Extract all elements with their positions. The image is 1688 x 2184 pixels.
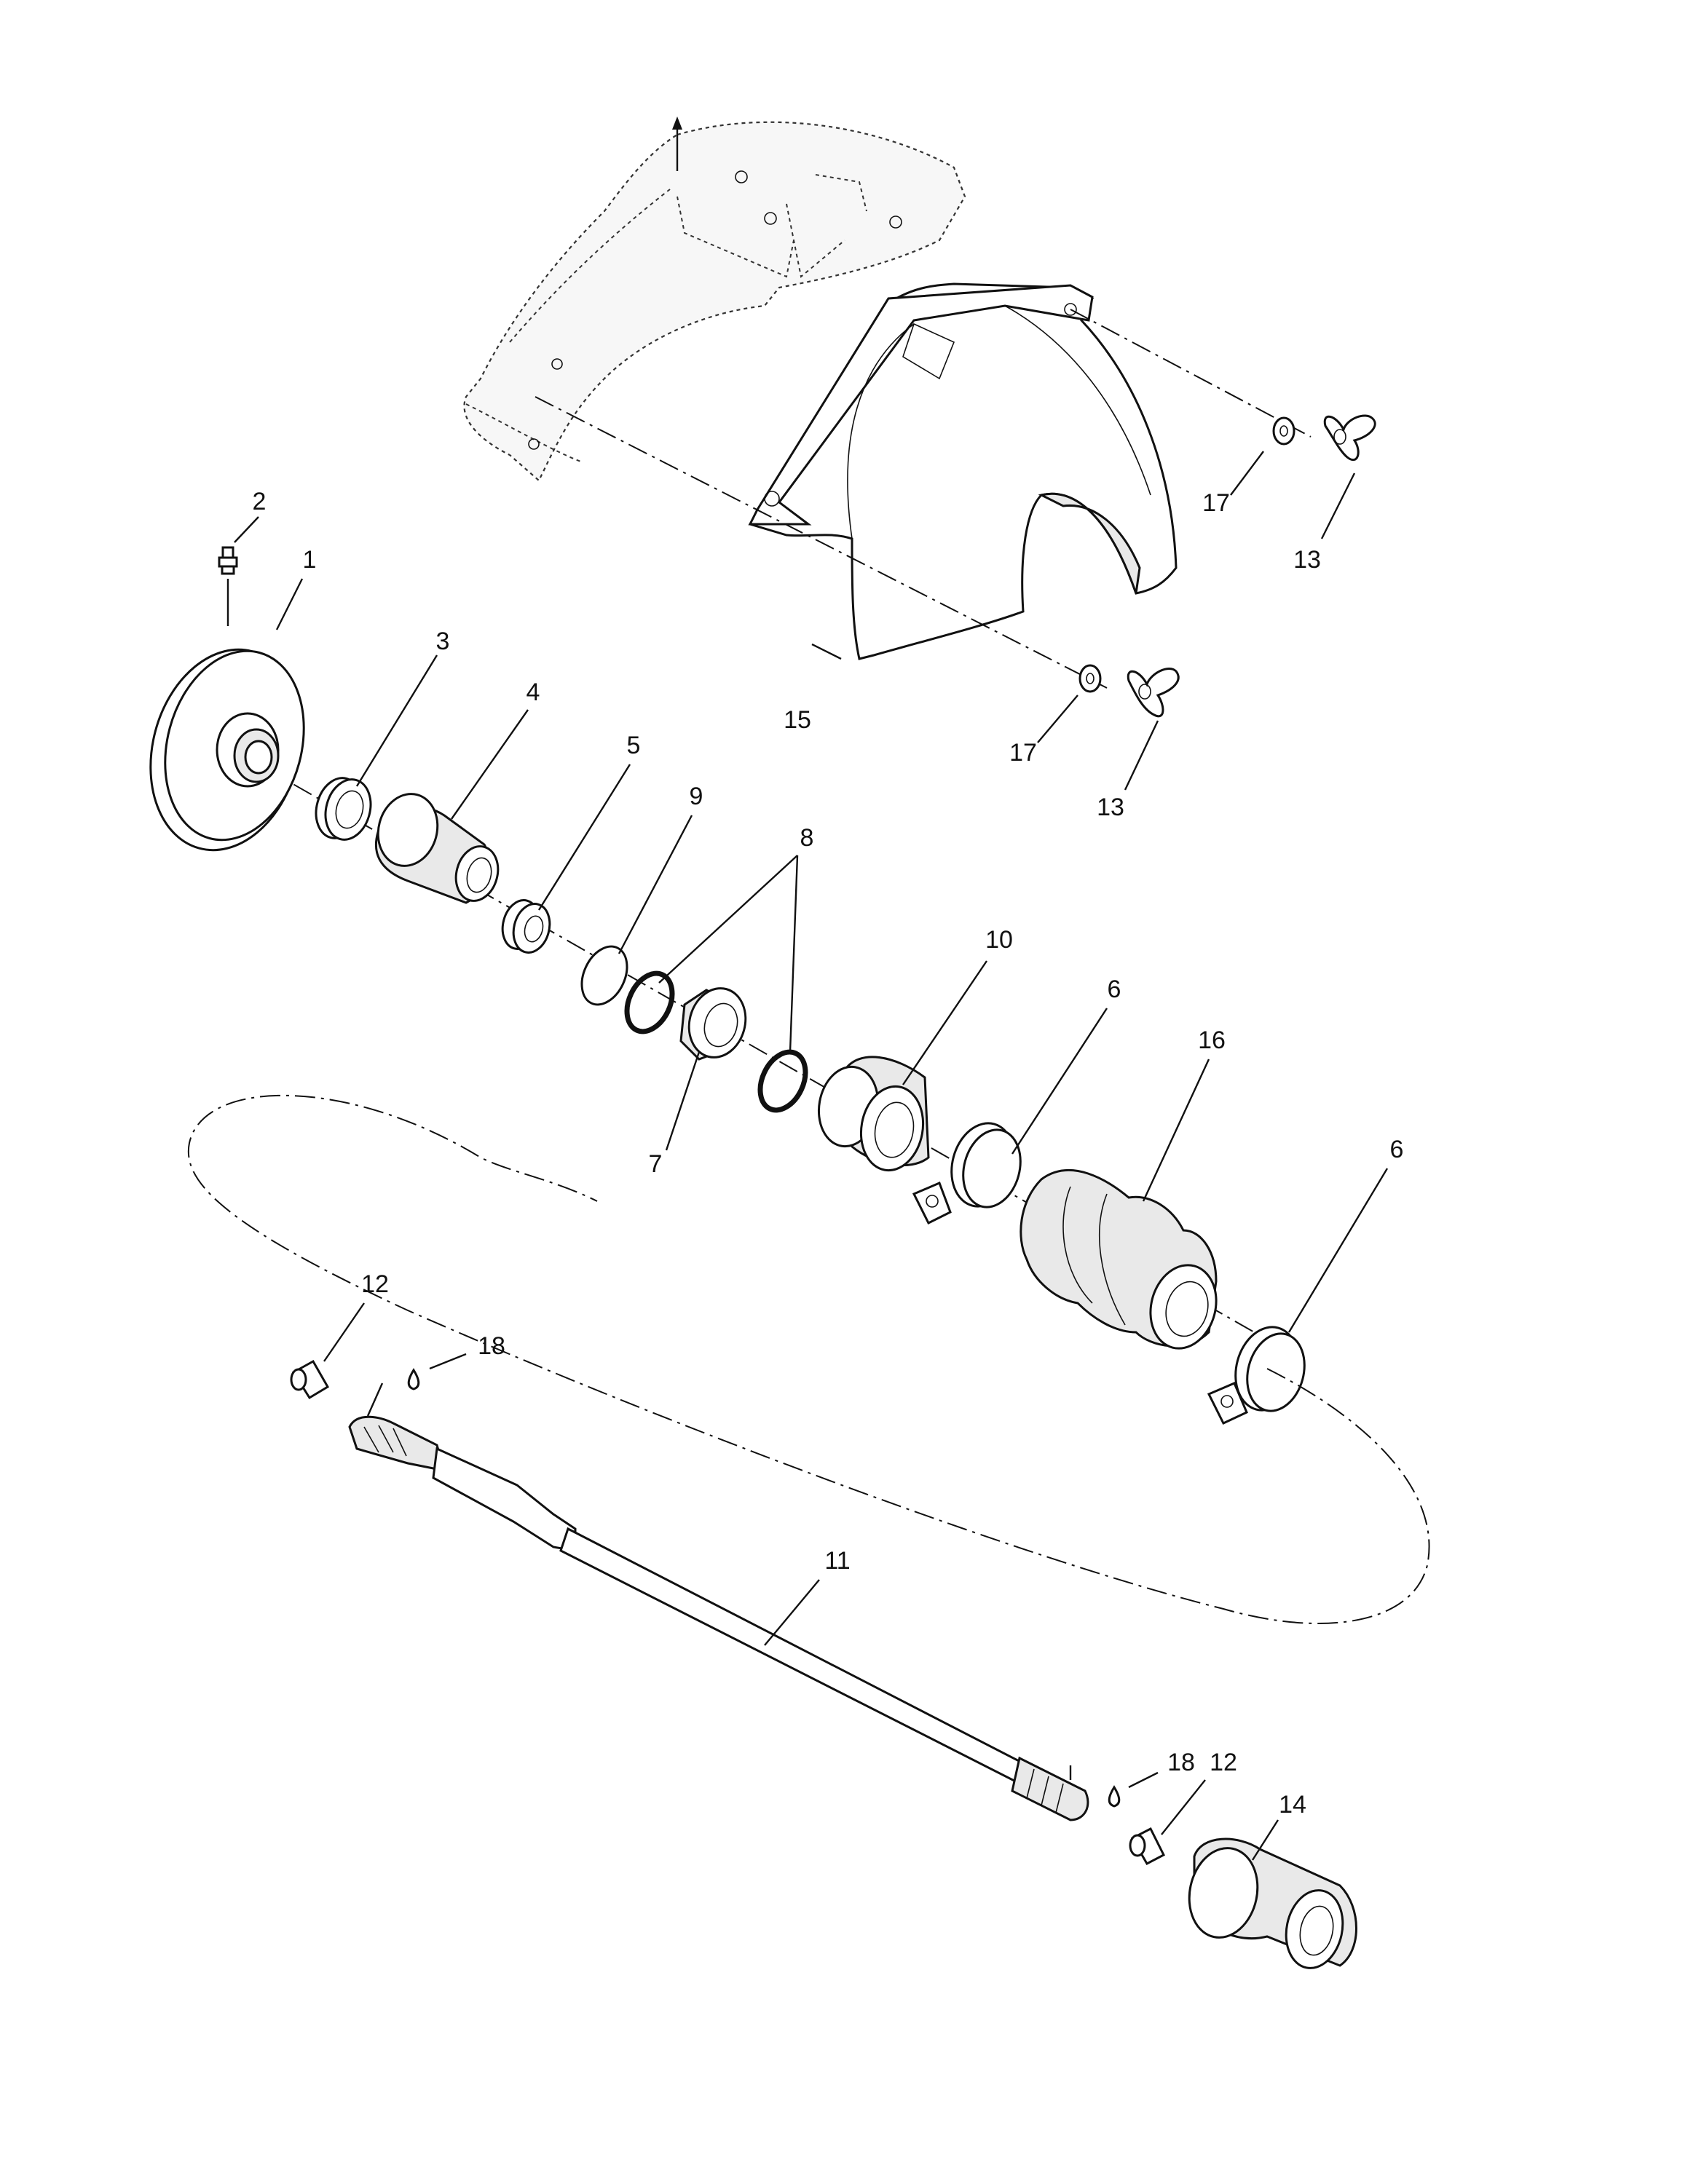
label-part-12-upper: 12 <box>361 1270 389 1298</box>
grease-fitting-2 <box>218 546 238 626</box>
bearing-5 <box>501 899 551 954</box>
washer-17-upper <box>1272 416 1295 446</box>
label-part-15: 15 <box>784 706 811 734</box>
label-part-4: 4 <box>526 678 540 706</box>
label-part-9: 9 <box>690 783 703 810</box>
part-labels: 2 1 3 4 5 9 8 7 10 6 16 6 12 18 11 18 12… <box>253 488 1404 1819</box>
o-ring-8-b <box>757 1049 808 1113</box>
guard-15 <box>748 282 1178 660</box>
label-part-14: 14 <box>1279 1791 1306 1819</box>
bearing-3 <box>315 777 372 841</box>
label-part-17-lower: 17 <box>1009 739 1037 767</box>
boot-16 <box>1019 1168 1218 1350</box>
upper-bolt-axis <box>1070 309 1312 438</box>
label-part-8: 8 <box>800 824 814 852</box>
washer-17-lower <box>1078 664 1102 693</box>
bushing-7 <box>679 987 747 1061</box>
oil-drop-18-upper <box>407 1368 420 1390</box>
clamp-6-lower <box>1207 1326 1306 1425</box>
plug-12-upper <box>290 1359 330 1400</box>
label-part-10: 10 <box>985 926 1013 954</box>
clamp-6-upper <box>912 1122 1022 1225</box>
label-part-13-upper: 13 <box>1293 546 1321 574</box>
label-part-11: 11 <box>824 1547 850 1575</box>
label-part-6-lower: 6 <box>1390 1136 1404 1163</box>
oil-drop-18-lower <box>1108 1785 1121 1808</box>
leader-lines <box>234 451 1389 1861</box>
shaft-grouping-outline <box>187 1094 1430 1624</box>
label-part-1: 1 <box>303 546 317 574</box>
label-part-7: 7 <box>649 1150 663 1178</box>
wing-nut-13-upper <box>1323 414 1376 462</box>
coupler-14 <box>1188 1837 1357 1969</box>
label-part-18-lower: 18 <box>1167 1749 1195 1776</box>
ghost-housing <box>463 116 966 482</box>
label-part-17-upper: 17 <box>1202 489 1230 517</box>
label-part-6-upper: 6 <box>1108 976 1121 1003</box>
o-ring-8-a <box>624 970 675 1034</box>
label-part-18-upper: 18 <box>478 1332 505 1360</box>
label-part-5: 5 <box>627 732 641 759</box>
label-part-12-lower: 12 <box>1210 1749 1237 1776</box>
housing-4 <box>374 793 500 904</box>
label-part-3: 3 <box>436 628 450 655</box>
lower-bolt-axis <box>535 396 1108 689</box>
wing-nut-13-lower <box>1127 667 1180 718</box>
label-part-16: 16 <box>1198 1026 1226 1054</box>
o-ring-9 <box>580 945 628 1006</box>
plug-12-lower <box>1129 1827 1166 1865</box>
label-part-13-lower: 13 <box>1097 794 1124 821</box>
drive-shaft-11 <box>348 1415 1089 1821</box>
pulley-1 <box>149 648 305 852</box>
label-part-2: 2 <box>253 488 267 515</box>
sleeve-10 <box>817 1056 930 1172</box>
